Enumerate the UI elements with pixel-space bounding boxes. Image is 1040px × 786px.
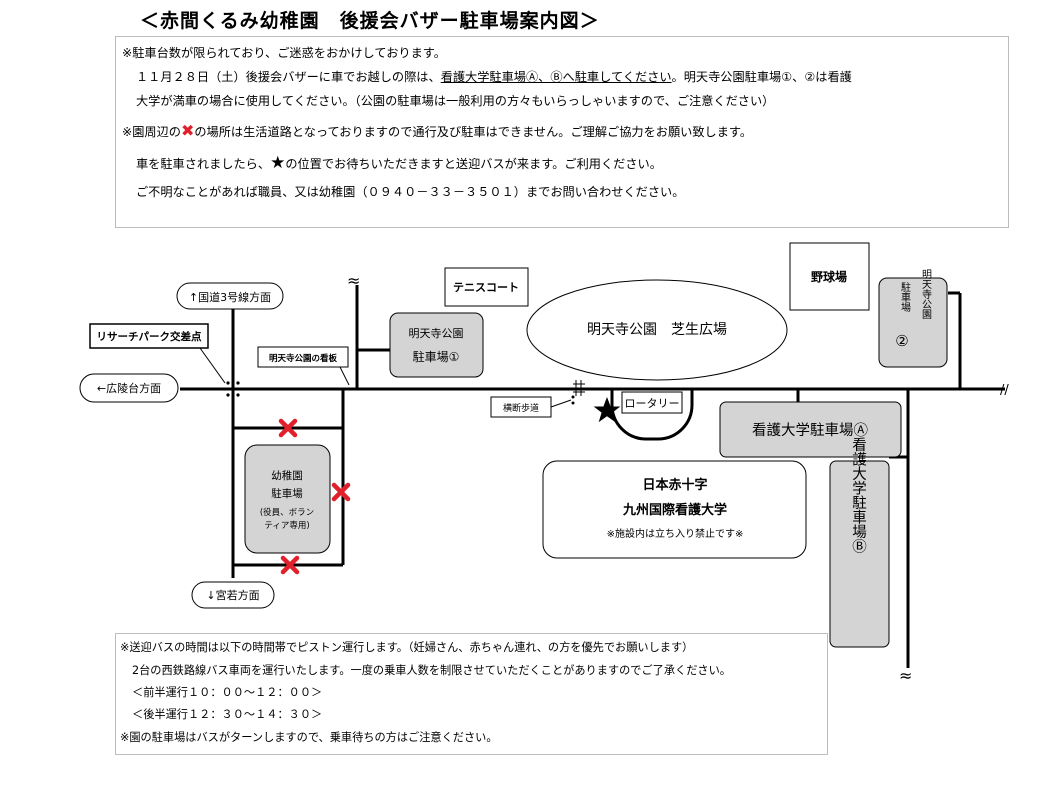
notice-line-5a: 車を駐車されましたら、: [136, 157, 271, 171]
notice-line-6: ご不明なことがあれば職員、又は幼稚園（０９４０－３３－３５０１）までお問い合わせ…: [136, 185, 685, 199]
lot-b-label: 看護大学駐車場Ⓑ: [850, 437, 866, 554]
no-entry-cross-icon: [331, 482, 351, 502]
university-note: ※施設内は立ち入り禁止です※: [607, 527, 744, 540]
no-entry-marks: [278, 418, 351, 575]
notice-line-2c: 。明天寺公園駐車場①、②は看護: [671, 70, 852, 84]
koryodai-box: [79, 373, 179, 403]
kinder-lot-line-1: 幼稚園: [271, 469, 303, 482]
cross-mark-icon: ✖: [180, 121, 195, 140]
no-entry-cross-icon: [278, 418, 298, 438]
bus-line-3: ＜前半運行１０：００～１２：００＞: [132, 686, 323, 699]
roads: [180, 285, 1005, 668]
park-lot-1: [389, 312, 484, 378]
park-lot-1-sub: 駐車場①: [413, 349, 460, 364]
notice-line-2b: 看護大学駐車場Ⓐ、Ⓑへ駐車してください: [440, 70, 672, 84]
baseball-field-label: 野球場: [811, 269, 847, 284]
notice-line-1: ※駐車台数が限られており、ご迷惑をおかけしております。: [122, 46, 446, 60]
bus-line-5: ※園の駐車場はバスがターンしますので、乗車待ちの方はご注意ください。: [120, 731, 498, 744]
kinder-lot-line-4: ティア専用): [264, 520, 309, 531]
park-lot-2-col1: 明天寺公園: [920, 269, 932, 320]
road-break-icon: ≈: [347, 271, 360, 290]
park-sign-pointer: [339, 366, 350, 386]
notice-line-4a: ※園周辺の: [122, 125, 181, 139]
lot-a-label: 看護大学駐車場Ⓐ: [752, 422, 868, 439]
bus-info-box: ※送迎バスの時間は以下の時間帯でピストン運行します。（妊婦さん、赤ちゃん連れ、の…: [115, 633, 828, 755]
university-building: [542, 460, 807, 559]
park-lawn-label: 明天寺公園 芝生広場: [587, 322, 727, 338]
lot-b: [829, 460, 890, 648]
notice-line-5b: の位置でお待ちいただきますと送迎バスが来ます。ご利用ください。: [285, 157, 662, 171]
notice-box: ※駐車台数が限られており、ご迷惑をおかけしております。 １１月２８日（土）後援会…: [115, 36, 1009, 228]
crosswalk-dots: [571, 395, 575, 405]
crosswalk-label: 横断歩道: [503, 402, 539, 414]
koryodai-label: ←広陵台方面: [97, 381, 161, 395]
park-lot-2-num: ②: [895, 332, 908, 350]
road-break-east-icon: //: [1000, 383, 1009, 398]
university-line-2: 九州国際看護大学: [622, 502, 727, 518]
route3-label: ↑国道3号線方面: [189, 290, 271, 304]
no-entry-cross-icon: [280, 555, 300, 575]
bus-stop-star-icon: [593, 397, 621, 423]
bus-line-2: 2台の西鉄路線バス車両を運行いたします。一度の乗車人数を制限させていただくことが…: [132, 664, 731, 677]
miyawaka-label: ↓宮若方面: [206, 588, 259, 602]
university-line-1: 日本赤十字: [642, 477, 707, 493]
notice-line-4b: の場所は生活道路となっておりますので通行及び駐車はできません。ご理解ご協力をお願…: [194, 125, 753, 139]
kinder-lot-line-3: (役員、ボラン: [260, 507, 314, 518]
notice-line-5: 車を駐車されましたら、★の位置でお待ちいただきますと送迎バスが来ます。ご利用くだ…: [136, 153, 662, 173]
park-lot-2: [878, 277, 948, 368]
rotary-label: ロータリー: [625, 397, 680, 410]
route3-box: [176, 282, 284, 310]
park-sign-label: 明天寺公園の看板: [269, 353, 338, 364]
research-park-pointer: [199, 347, 226, 384]
notice-line-2: １１月２８日（土）後援会バザーに車でお越しの際は、看護大学駐車場Ⓐ、Ⓑへ駐車して…: [136, 67, 852, 85]
road-break-south-icon: ≈: [899, 666, 912, 685]
research-park-box: [89, 323, 209, 349]
bus-line-4: ＜後半運行１２：３０～１４：３０＞: [132, 708, 323, 721]
notice-line-3: 大学が満車の場合に使用してください。（公園の駐車場は一般利用の方々もいらっしゃい…: [136, 94, 775, 108]
park-lot-2-col2: 駐車場: [899, 281, 911, 313]
rotary-road: [610, 389, 694, 441]
page-title: ＜赤間くるみ幼稚園 後援会バザー駐車場案内図＞: [140, 10, 600, 32]
research-park-label: リサーチパーク交差点: [97, 330, 202, 343]
bus-line-1: ※送迎バスの時間は以下の時間帯でピストン運行します。（妊婦さん、赤ちゃん連れ、の…: [120, 641, 694, 654]
miyawaka-box: [191, 581, 275, 609]
tennis-court-label: テニスコート: [453, 281, 519, 294]
crosswalk-icon: [573, 380, 585, 396]
rotary-label-box: [621, 391, 683, 414]
kinder-lot: [244, 444, 331, 554]
lot-a: [719, 401, 902, 458]
notice-line-2a: １１月２８日（土）後援会バザーに車でお越しの際は、: [136, 70, 441, 84]
park-lawn: [526, 279, 788, 381]
tennis-court: [444, 267, 529, 307]
signal-dots-west: [226, 381, 240, 397]
baseball-field: [789, 242, 870, 311]
star-icon: ★: [270, 153, 286, 173]
park-sign-box: [257, 346, 349, 368]
crosswalk-pointer: [550, 399, 572, 408]
notice-line-4: ※園周辺の✖の場所は生活道路となっておりますので通行及び駐車はできません。ご理解…: [122, 121, 752, 140]
park-lot-1-name: 明天寺公園: [409, 327, 464, 340]
kinder-lot-line-2: 駐車場: [271, 487, 303, 500]
